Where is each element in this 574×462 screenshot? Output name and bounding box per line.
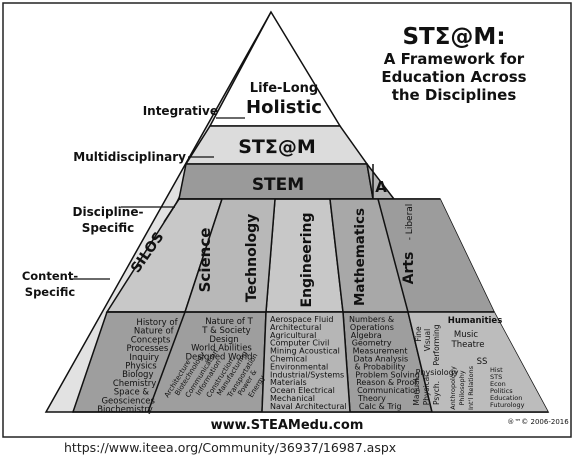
arts-anthropology: Anthropology <box>449 366 457 410</box>
science-item: History of <box>136 318 178 328</box>
column-science: Science <box>196 228 214 293</box>
science-item: Geosciences <box>101 396 155 406</box>
engineering-item: Chemical <box>270 355 307 364</box>
arts-theatre: Theatre <box>451 340 485 350</box>
column-engineering: Engineering <box>299 213 315 308</box>
tier-top-label-2: Holistic <box>246 97 322 118</box>
mathematics-item: Calc & Trig <box>359 402 402 411</box>
column-mathematics: Mathematics <box>352 208 368 306</box>
arts-right-item: Education <box>490 394 522 402</box>
mathematics-item: Numbers & <box>349 315 394 324</box>
engineering-item: Mining Acoustical <box>270 347 340 356</box>
framework-title: STΣ@M: <box>402 24 505 50</box>
arts-manual: Manual <box>412 378 421 405</box>
arts-right-item: STS <box>490 373 502 381</box>
technology_top-item: Design <box>209 335 238 345</box>
level-multidisciplinary: Multidisciplinary <box>73 150 186 164</box>
arts-visual: Visual <box>423 329 432 351</box>
arts-humanities: Humanities <box>448 316 503 326</box>
technology_top-item: Designed World <box>185 353 252 363</box>
framework-subtitle-line-2: Education Across <box>381 68 526 86</box>
science-item: Nature of <box>134 327 175 337</box>
arts-ss: SS <box>477 357 488 367</box>
footer-copyright: ®™© 2006-2016 <box>507 418 569 426</box>
level-content-specific-1: Content- <box>22 269 79 283</box>
science-item: Biology <box>122 370 153 380</box>
engineering-item: Aerospace Fluid <box>270 315 333 324</box>
arts-psych: Psych. <box>432 381 441 405</box>
level-discipline-specific-1: Discipline- <box>73 205 144 219</box>
technology_top-item: World Abilities <box>191 344 252 354</box>
engineering-item: Architectural <box>270 323 321 332</box>
engineering-item: Naval Architectural <box>270 402 347 411</box>
engineering-item: Computer Civil <box>270 339 329 348</box>
level-discipline-specific-2: Specific <box>82 221 135 235</box>
arts-physical: Physical <box>422 375 431 406</box>
science-item: Physics <box>125 362 157 372</box>
engineering-item: Environmental <box>270 362 328 371</box>
framework-subtitle-line-1: A Framework for <box>384 50 525 68</box>
tier-top-label-1: Life-Long <box>250 81 318 96</box>
footer-url: www.STEAMedu.com <box>211 418 364 433</box>
level-integrative: Integrative <box>143 104 218 118</box>
tier-steam-label: STΣ@M <box>238 136 316 158</box>
arts-right-item: Hist <box>490 366 503 374</box>
arts-fine: Fine <box>414 326 423 342</box>
mathematics-item: Theory <box>357 394 386 403</box>
arts-physiology: Physiology <box>416 368 459 377</box>
tier-a-label: A <box>375 178 387 196</box>
science-item: Concepts <box>131 335 171 345</box>
arts-performing: Performing <box>432 324 441 365</box>
engineering-item: Industrial/Systems <box>270 370 344 379</box>
arts-right-item: Politics <box>490 387 513 395</box>
framework-subtitle-line-3: the Disciplines <box>392 86 517 104</box>
science-item: Processes <box>126 344 168 354</box>
arts-music: Music <box>454 330 479 340</box>
science-item: Chemistry <box>113 379 156 389</box>
mathematics-item: Data Analysis <box>354 355 409 364</box>
arts-intl-relations: Int'l Relations <box>467 365 475 410</box>
engineering-item: Mechanical <box>270 394 315 403</box>
engineering-content-list: Aerospace FluidArchitecturalAgricultural… <box>270 315 347 411</box>
pyramid-diagram: STΣ@M: A Framework for Education Across … <box>2 2 572 438</box>
technology_top-item: T & Society <box>201 326 250 336</box>
mathematics-item: Problem Solving <box>355 370 420 379</box>
mathematics-item: Reason & Proof <box>356 378 417 387</box>
mathematics-item: Operations <box>350 323 394 332</box>
technology_top-item: Nature of T <box>205 317 253 327</box>
science-item: Biochemistry <box>97 405 153 415</box>
mathematics-item: Measurement <box>353 347 408 356</box>
science-item: Inquiry <box>129 353 159 363</box>
arts-right-item: Econ <box>490 380 506 388</box>
level-content-specific-2: Specific <box>25 285 76 299</box>
column-arts: Arts <box>401 252 417 285</box>
science-item: Space & <box>114 388 150 398</box>
column-technology: Technology <box>244 214 260 303</box>
column-arts-liberal: - Liberal <box>405 204 415 241</box>
mathematics-item: Geometry <box>352 339 392 348</box>
tier-stem-label: STEM <box>252 175 304 195</box>
engineering-item: Ocean Electrical <box>270 386 335 395</box>
mathematics-content-list: Numbers &OperationsAlgebraGeometryMeasur… <box>349 315 420 411</box>
mathematics-item: Algebra <box>351 331 382 340</box>
mathematics-item: Communication <box>357 386 420 395</box>
engineering-item: Agricultural <box>270 331 316 340</box>
engineering-item: Materials <box>270 378 307 387</box>
arts-philosophy: Philosophy <box>458 370 466 405</box>
mathematics-item: & Probability <box>354 362 405 371</box>
source-caption: https://www.iteea.org/Community/36937/16… <box>64 440 397 455</box>
arts-right-item: Futurology <box>490 401 525 409</box>
